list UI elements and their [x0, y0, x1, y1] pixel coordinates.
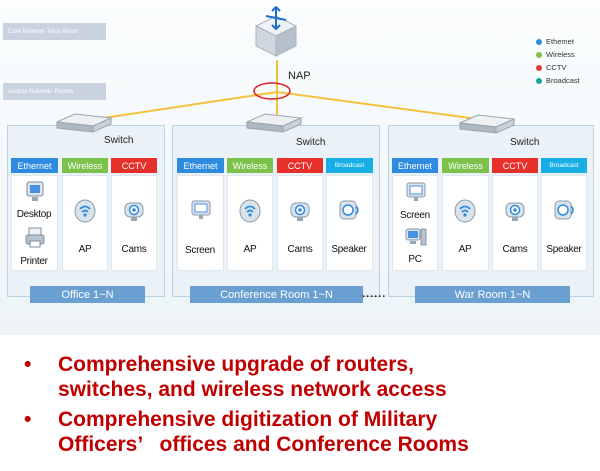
device-column-wireless — [62, 175, 108, 271]
legend-item-cctv: CCTV — [536, 63, 566, 72]
device-label: Speaker — [546, 244, 582, 255]
device-label: Cams — [287, 244, 313, 255]
legend-label: Ethemet — [546, 37, 574, 46]
category-header-wireless: Wireless — [442, 158, 489, 173]
bullet-line: switches, and wireless network access — [58, 378, 447, 401]
camera-icon — [505, 202, 525, 221]
legend-item-ethernet: Ethemet — [536, 37, 574, 46]
category-header-ethernet: Ethernet — [11, 158, 58, 173]
device-column-cctv — [492, 175, 538, 271]
device-column-broadcast — [541, 175, 587, 271]
device-column-ethernet — [177, 175, 224, 271]
device-label: AP — [458, 244, 472, 255]
network-diagram: Core Network-Telco Room Access Network- … — [0, 0, 600, 335]
device-label: Cams — [121, 244, 147, 255]
access-point-icon — [239, 199, 261, 223]
device-column-cctv — [111, 175, 157, 271]
legend-label: CCTV — [546, 63, 567, 72]
core-network-tag: Core Network-Telco Room — [3, 23, 106, 40]
legend-dot — [536, 77, 542, 84]
switch-icon — [458, 114, 516, 134]
access-point-icon — [74, 199, 96, 223]
device-label: Screen — [185, 245, 215, 256]
device-label: Cams — [502, 244, 528, 255]
device-column-cctv — [277, 175, 323, 271]
device-label: Printer — [20, 256, 48, 267]
device-column-wireless — [442, 175, 489, 271]
nap-label: NAP — [288, 70, 311, 82]
switch-icon — [245, 113, 303, 133]
printer-icon — [25, 227, 45, 248]
device-column-broadcast — [326, 175, 373, 271]
category-header-ethernet: Ethernet — [392, 158, 438, 173]
legend-label: Wireless — [546, 50, 575, 59]
bullet-marker: • — [24, 353, 32, 376]
room-title-office: Office 1~N — [30, 286, 145, 303]
legend-dot — [536, 64, 542, 71]
core-router-icon — [254, 6, 298, 57]
room-title-conference: Conference Room 1~N — [190, 286, 363, 303]
pc-icon — [405, 228, 427, 246]
device-label: AP — [243, 244, 257, 255]
switch-icon — [55, 113, 113, 133]
nap-highlight — [253, 82, 291, 100]
room-title-war: War Room 1~N — [415, 286, 570, 303]
bullet-line: Comprehensive digitization of Military — [58, 408, 438, 431]
bullet-line: Comprehensive upgrade of routers, — [58, 353, 414, 376]
legend-item-wireless: Wireless — [536, 50, 575, 59]
screen-icon — [191, 200, 211, 219]
speaker-icon — [339, 200, 359, 220]
camera-icon — [290, 202, 310, 221]
legend-dot — [536, 38, 542, 45]
device-label: Screen — [400, 210, 430, 221]
device-label: PC — [408, 254, 422, 265]
category-header-wireless: Wireless — [62, 158, 108, 173]
legend-item-broadcast: Broadcast — [536, 76, 580, 85]
switch-label: Switch — [104, 135, 134, 146]
category-header-ethernet: Ethernet — [177, 158, 224, 173]
uplink-lines — [89, 60, 501, 123]
bullet-line: Officers’ offices and Conference Rooms — [58, 433, 469, 456]
device-label: Speaker — [331, 244, 367, 255]
room-ellipsis: ...... — [362, 288, 387, 300]
category-header-cctv: CCTV — [111, 158, 157, 173]
screen-icon — [406, 182, 426, 201]
switch-label: Switch — [296, 137, 326, 148]
category-header-broadcast: Broadcast — [541, 158, 587, 173]
access-point-icon — [454, 199, 476, 223]
bullet-marker: • — [24, 408, 32, 431]
category-header-broadcast: Broadcast — [326, 158, 373, 173]
access-network-tag: Access Network- Rooms — [3, 83, 106, 100]
camera-icon — [124, 202, 144, 221]
category-header-wireless: Wireless — [227, 158, 273, 173]
legend-dot — [536, 51, 542, 58]
category-header-cctv: CCTV — [277, 158, 323, 173]
desktop-icon — [26, 181, 44, 201]
switch-label: Switch — [510, 137, 540, 148]
device-label: AP — [78, 244, 92, 255]
category-header-cctv: CCTV — [492, 158, 538, 173]
legend-label: Broadcast — [546, 76, 580, 85]
speaker-icon — [554, 200, 574, 220]
device-label: Desktop — [16, 209, 52, 220]
device-column-wireless — [227, 175, 273, 271]
